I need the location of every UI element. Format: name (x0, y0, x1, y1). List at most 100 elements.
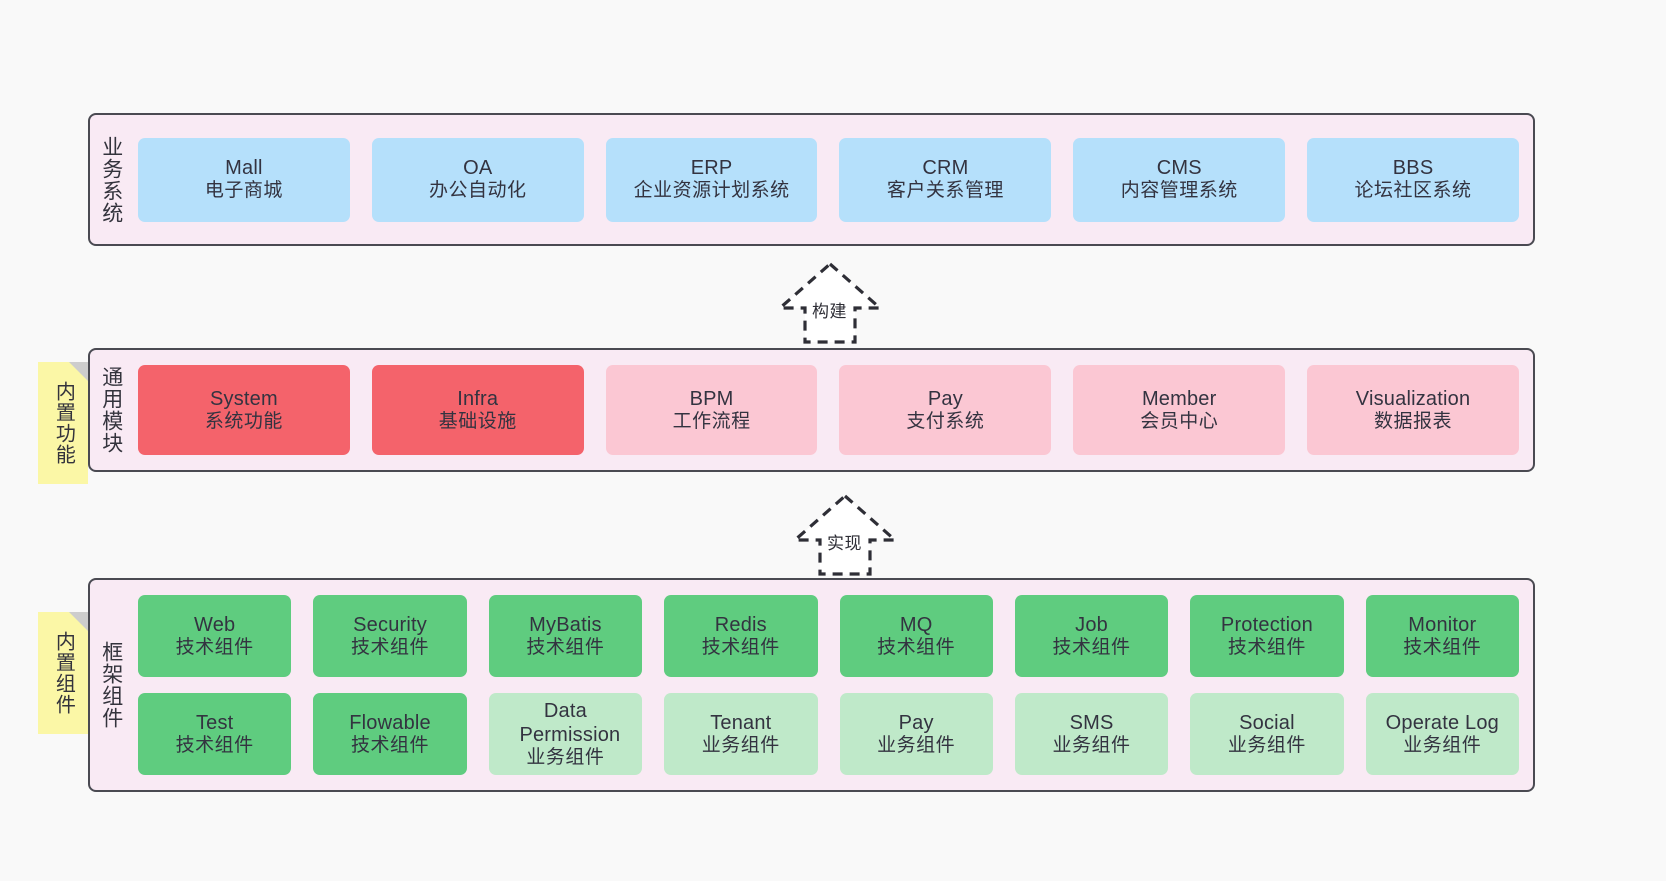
node-title-en: BPM (689, 387, 734, 410)
node-title-en: Pay (898, 711, 934, 734)
node-title-en: CRM (922, 157, 969, 180)
node-title-cn: 论坛社区系统 (1354, 180, 1472, 202)
connector-build-label: 构建 (812, 302, 847, 321)
layer-title-business-system: 业务系统 (99, 135, 123, 224)
node-title-cn: 办公自动化 (428, 180, 527, 202)
node-monitor[interactable]: Monitor 技术组件 (1365, 595, 1519, 677)
node-title-en: CMS (1156, 157, 1202, 180)
note-label: 内置组件 (52, 631, 75, 715)
build-arrow-icon (775, 261, 885, 344)
node-row: System 系统功能 Infra 基础设施 BPM 工作流程 Pay 支付系统… (138, 365, 1519, 455)
node-title-cn: 内容管理系统 (1120, 180, 1238, 202)
note-fold-corner-icon (69, 362, 88, 381)
node-title-en: System (209, 387, 278, 410)
node-mall[interactable]: Mall 电子商城 (138, 137, 350, 222)
node-data-permission[interactable]: Data Permission 业务组件 (488, 693, 643, 775)
node-security[interactable]: Security 技术组件 (313, 595, 467, 677)
node-flowable[interactable]: Flowable 技术组件 (313, 693, 467, 775)
layer-title-common-module: 通用模块 (99, 366, 123, 454)
node-title-cn: 技术组件 (351, 734, 430, 756)
node-member[interactable]: Member 会员中心 (1073, 365, 1286, 455)
node-title-cn: 支付系统 (906, 410, 985, 432)
node-title-en: Operate Log (1385, 711, 1500, 734)
node-title-cn: 技术组件 (701, 636, 780, 658)
node-title-en: SMS (1069, 711, 1114, 734)
node-pay-component[interactable]: Pay 业务组件 (839, 693, 993, 775)
node-bbs[interactable]: BBS 论坛社区系统 (1307, 137, 1519, 222)
node-title-cn: 技术组件 (1403, 636, 1482, 658)
node-system[interactable]: System 系统功能 (138, 365, 350, 455)
connector-implement: 实现 (765, 490, 925, 580)
node-mybatis[interactable]: MyBatis 技术组件 (488, 595, 643, 677)
node-title-en: MyBatis (529, 613, 602, 636)
node-title-cn: 基础设施 (438, 410, 517, 432)
node-web[interactable]: Web 技术组件 (138, 595, 292, 677)
node-social[interactable]: Social 业务组件 (1190, 693, 1344, 775)
node-title-en: Infra (457, 387, 499, 410)
layer-body-common-module: System 系统功能 Infra 基础设施 BPM 工作流程 Pay 支付系统… (132, 350, 1533, 470)
node-title-en: Monitor (1408, 613, 1477, 636)
node-title-en: Visualization (1355, 387, 1471, 410)
node-redis[interactable]: Redis 技术组件 (664, 595, 818, 677)
node-row: Test 技术组件 Flowable 技术组件 Data Permission … (138, 693, 1519, 775)
node-row: Web 技术组件 Security 技术组件 MyBatis 技术组件 Redi… (138, 595, 1519, 677)
node-title-cn: 技术组件 (877, 636, 956, 658)
node-title-en: MQ (899, 613, 933, 636)
node-row: Mall 电子商城 OA 办公自动化 ERP 企业资源计划系统 CRM 客户关系… (138, 137, 1519, 222)
note-builtin-component: 内置组件 (38, 612, 88, 734)
node-title-en: Test (195, 711, 234, 734)
connector-implement-label: 实现 (827, 534, 862, 553)
node-title-cn: 电子商城 (204, 180, 283, 202)
layer-body-framework-component: Web 技术组件 Security 技术组件 MyBatis 技术组件 Redi… (132, 580, 1533, 790)
layer-business-system[interactable]: 业务系统 Mall 电子商城 OA 办公自动化 ERP 企业资源计划系统 CRM… (88, 113, 1535, 246)
connector-build: 构建 (750, 258, 910, 348)
note-fold-corner-icon (69, 612, 88, 631)
node-title-en: ERP (690, 157, 733, 180)
node-title-cn: 技术组件 (526, 636, 605, 658)
node-visualization[interactable]: Visualization 数据报表 (1307, 365, 1519, 455)
node-title-en: BBS (1392, 157, 1434, 180)
node-title-cn: 技术组件 (1227, 636, 1306, 658)
node-title-cn: 业务组件 (1227, 734, 1306, 756)
node-cms[interactable]: CMS 内容管理系统 (1073, 137, 1286, 222)
node-title-en: Data Permission (519, 699, 621, 746)
node-title-cn: 业务组件 (526, 746, 605, 768)
implement-arrow-icon (790, 493, 900, 576)
node-title-en: Member (1141, 387, 1217, 410)
node-pay-module[interactable]: Pay 支付系统 (839, 365, 1052, 455)
node-tenant[interactable]: Tenant 业务组件 (664, 693, 818, 775)
layer-title-framework-component: 框架组件 (99, 641, 123, 729)
node-title-en: Tenant (710, 711, 772, 734)
node-title-en: Flowable (349, 711, 431, 734)
node-title-cn: 系统功能 (204, 410, 283, 432)
node-title-cn: 业务组件 (877, 734, 956, 756)
node-title-en: Security (353, 613, 427, 636)
node-title-en: OA (463, 157, 493, 180)
node-infra[interactable]: Infra 基础设施 (371, 365, 584, 455)
node-title-en: Job (1075, 613, 1108, 636)
layer-body-business-system: Mall 电子商城 OA 办公自动化 ERP 企业资源计划系统 CRM 客户关系… (132, 115, 1533, 244)
node-job[interactable]: Job 技术组件 (1014, 595, 1169, 677)
node-title-cn: 技术组件 (1052, 636, 1131, 658)
node-title-cn: 技术组件 (175, 636, 254, 658)
note-label: 内置功能 (52, 381, 75, 465)
layer-framework-component[interactable]: 框架组件 Web 技术组件 Security 技术组件 MyBatis 技术组件… (88, 578, 1535, 792)
node-erp[interactable]: ERP 企业资源计划系统 (605, 137, 818, 222)
node-test[interactable]: Test 技术组件 (138, 693, 292, 775)
node-mq[interactable]: MQ 技术组件 (839, 595, 993, 677)
node-operate-log[interactable]: Operate Log 业务组件 (1365, 693, 1519, 775)
node-title-cn: 业务组件 (1052, 734, 1131, 756)
node-bpm[interactable]: BPM 工作流程 (605, 365, 818, 455)
layer-common-module[interactable]: 通用模块 System 系统功能 Infra 基础设施 BPM 工作流程 Pay… (88, 348, 1535, 472)
node-title-en: Web (194, 613, 236, 636)
node-protection[interactable]: Protection 技术组件 (1190, 595, 1344, 677)
node-sms[interactable]: SMS 业务组件 (1014, 693, 1169, 775)
node-title-cn: 客户关系管理 (886, 180, 1004, 202)
node-title-cn: 业务组件 (701, 734, 780, 756)
node-title-cn: 工作流程 (672, 410, 751, 432)
node-oa[interactable]: OA 办公自动化 (371, 137, 584, 222)
node-title-cn: 数据报表 (1374, 410, 1453, 432)
node-title-cn: 业务组件 (1403, 734, 1482, 756)
node-crm[interactable]: CRM 客户关系管理 (839, 137, 1052, 222)
